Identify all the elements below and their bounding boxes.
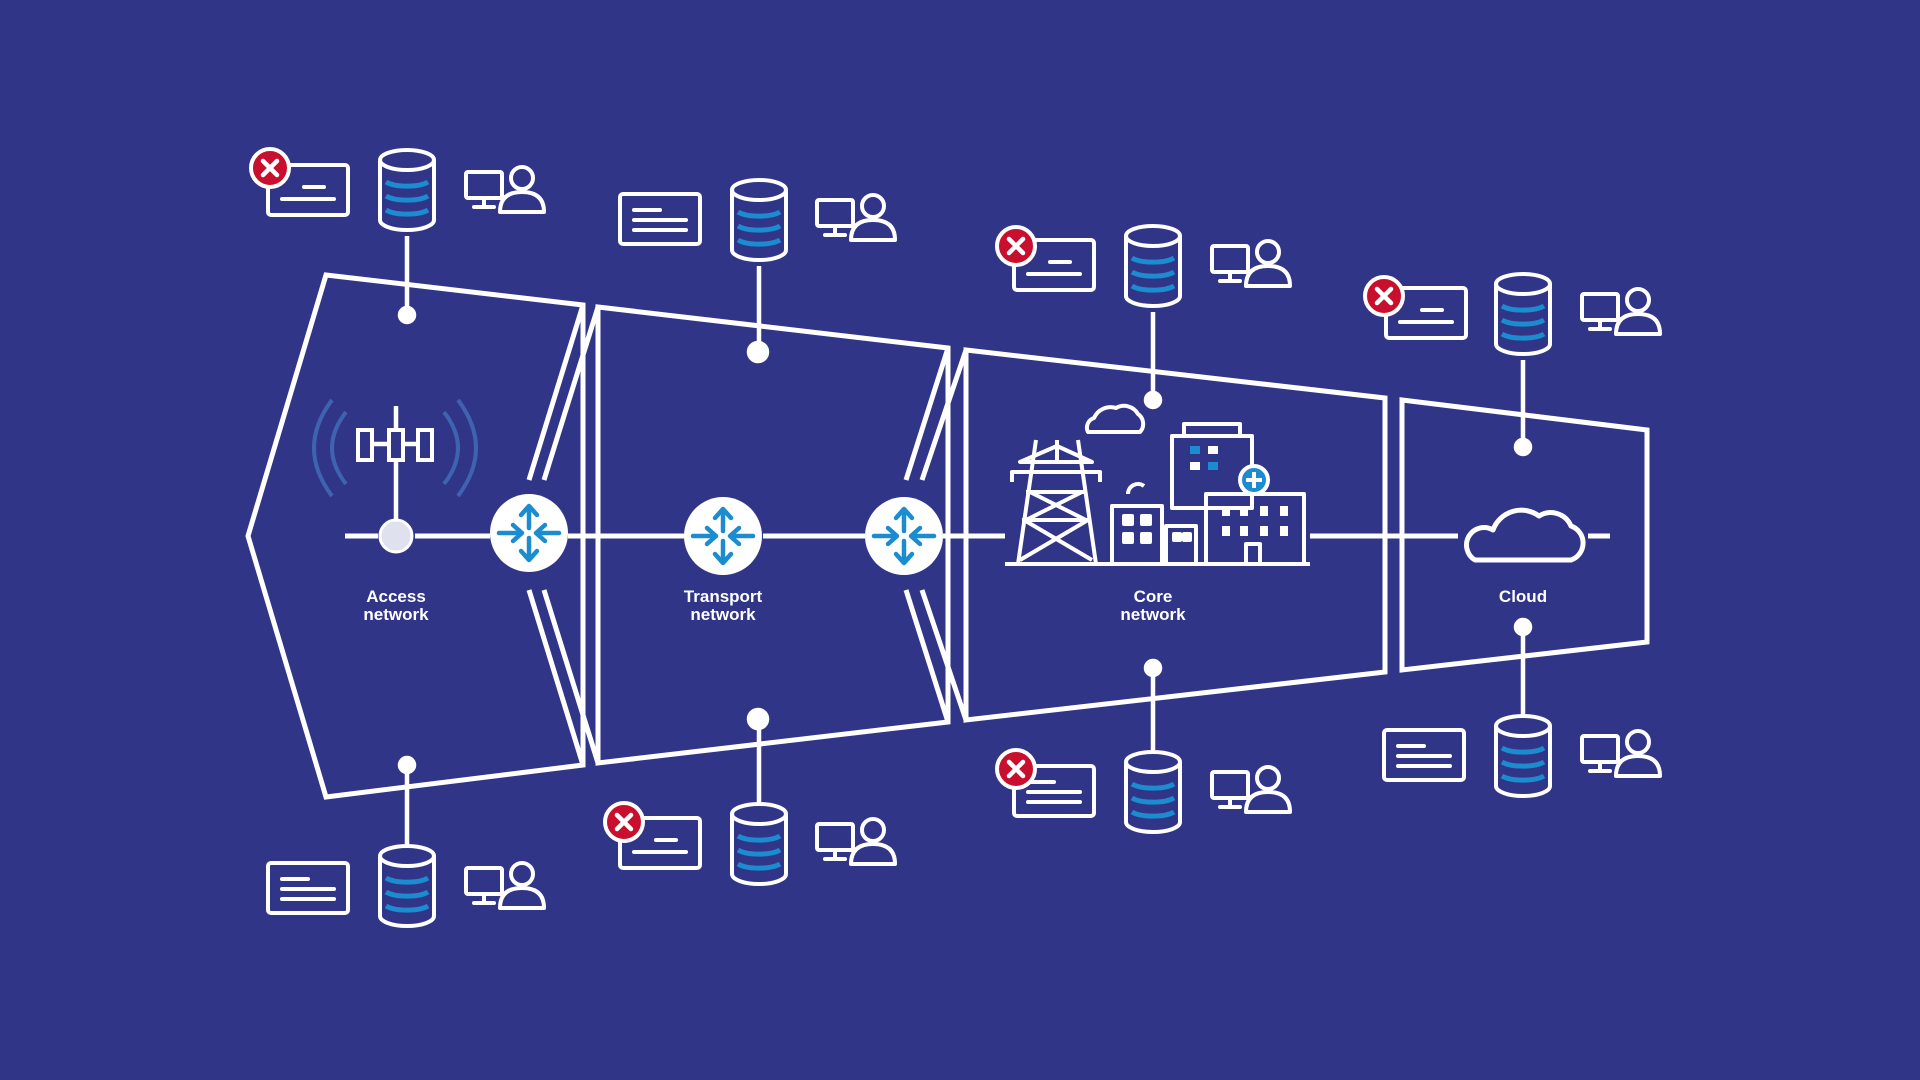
label-line: network [363, 605, 429, 624]
user-computer-icon [464, 165, 546, 214]
cloud-segment [1399, 397, 1650, 673]
router-icon [684, 497, 762, 575]
user-computer-icon [1210, 239, 1292, 288]
core-network-label: Core network [1063, 588, 1243, 624]
database-icon [380, 846, 434, 926]
access-network-segment [245, 272, 586, 800]
error-icon [997, 227, 1035, 265]
database-icon [1126, 752, 1180, 832]
database-icon [1496, 274, 1550, 354]
cloud-label: Cloud [1433, 588, 1613, 606]
database-icon [1496, 716, 1550, 796]
router-icon [865, 497, 943, 575]
access-bottom-node-group [266, 846, 546, 926]
database-icon [732, 180, 786, 260]
router-icon [490, 494, 568, 572]
error-icon [1365, 277, 1403, 315]
user-computer-icon [464, 861, 546, 910]
error-icon [997, 750, 1035, 788]
user-computer-icon [1580, 729, 1662, 778]
label-line: network [1120, 605, 1186, 624]
document-icon [1382, 728, 1466, 782]
label-line: network [690, 605, 756, 624]
cloud-top-node-group [1365, 274, 1662, 354]
error-icon [251, 149, 289, 187]
access-network-label: Access network [306, 588, 486, 624]
core-network-segment [963, 347, 1388, 723]
city-infrastructure-icon [1005, 403, 1310, 566]
transport-top-node-group [618, 180, 897, 260]
document-icon [618, 192, 702, 246]
access-top-node-group [251, 149, 546, 230]
database-icon [1126, 226, 1180, 306]
label-line: Core [1133, 587, 1173, 606]
transport-bottom-node-group [605, 803, 897, 884]
label-line: Cloud [1498, 587, 1548, 606]
cell-tower-icon [312, 398, 478, 554]
database-icon [732, 804, 786, 884]
user-computer-icon [1580, 287, 1662, 336]
connector-lines [397, 236, 1533, 846]
segment-joints [526, 304, 969, 766]
core-bottom-node-group [997, 750, 1292, 832]
document-icon [266, 861, 350, 915]
transport-network-label: Transport network [633, 588, 813, 624]
user-computer-icon [1210, 765, 1292, 814]
cloud-icon [1467, 510, 1584, 560]
database-icon [380, 150, 434, 230]
label-line: Transport [683, 587, 763, 606]
user-computer-icon [815, 817, 897, 866]
error-icon [605, 803, 643, 841]
label-line: Access [366, 587, 426, 606]
core-top-node-group [997, 226, 1292, 306]
cloud-bottom-node-group [1382, 716, 1662, 796]
user-computer-icon [815, 193, 897, 242]
